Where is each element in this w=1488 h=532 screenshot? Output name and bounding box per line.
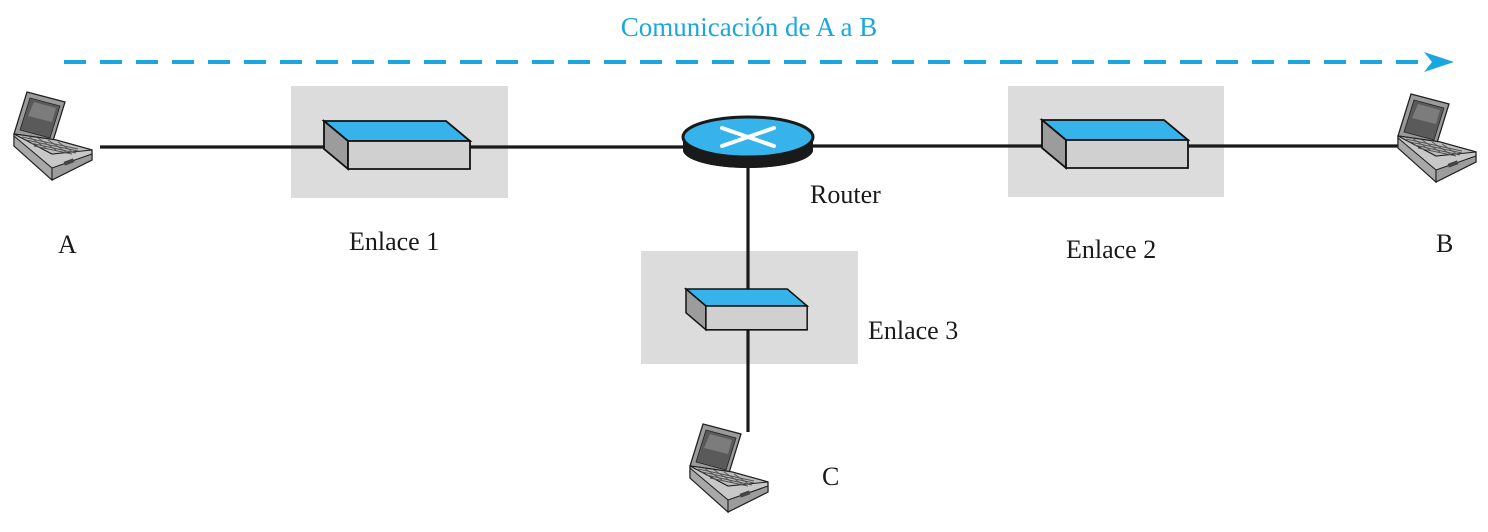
laptop-icon [689, 423, 769, 513]
node-label-a: A [58, 230, 77, 259]
link1-label: Enlace 1 [349, 227, 439, 256]
node-label-b: B [1436, 229, 1453, 258]
node-label-c: C [822, 462, 839, 491]
router-label: Router [810, 180, 881, 209]
switch-icon [1041, 119, 1189, 169]
laptop-icon [1397, 93, 1477, 183]
direction-arrow [64, 52, 1454, 72]
link2-label: Enlace 2 [1066, 235, 1156, 264]
laptop-icon [13, 91, 93, 181]
switch-icon [323, 120, 471, 170]
arrow-right-icon [1424, 52, 1454, 72]
link3-label: Enlace 3 [868, 316, 958, 345]
diagram-title: Comunicación de A a B [621, 12, 877, 42]
switch-icon [685, 288, 808, 331]
router-icon [681, 115, 815, 168]
wires [100, 144, 1400, 432]
